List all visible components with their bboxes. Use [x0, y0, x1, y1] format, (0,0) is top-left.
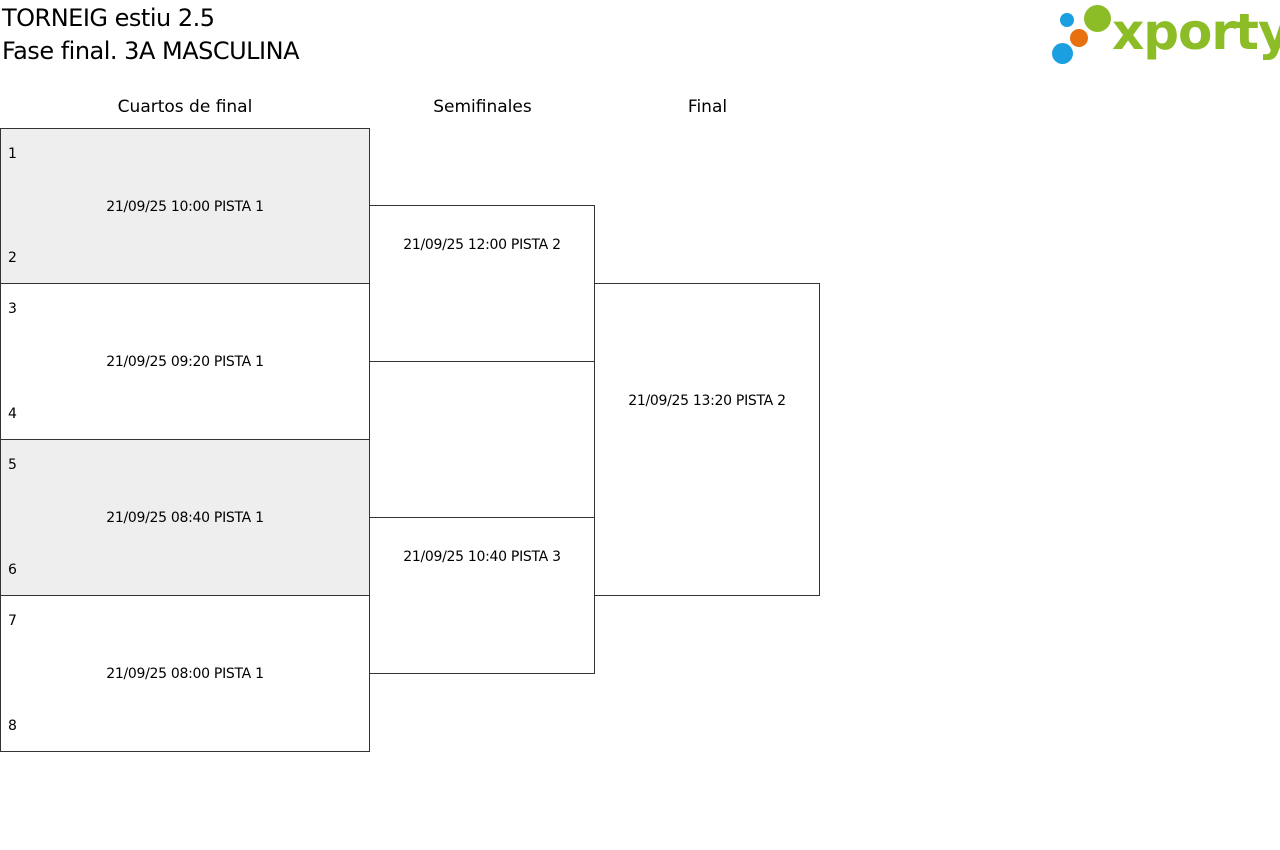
- seed-6: 6: [8, 562, 17, 578]
- final-match: 21/09/25 13:20 PISTA 2: [594, 283, 820, 596]
- match-info: 21/09/25 12:00 PISTA 2: [403, 237, 561, 253]
- match-info: 21/09/25 10:00 PISTA 1: [106, 199, 264, 215]
- logo-dot-blue-small: [1060, 13, 1074, 27]
- seed-3: 3: [8, 301, 17, 317]
- seed-5: 5: [8, 457, 17, 473]
- match-info: 21/09/25 08:00 PISTA 1: [106, 666, 264, 682]
- match-info: 21/09/25 08:40 PISTA 1: [106, 510, 264, 526]
- seed-8: 8: [8, 718, 17, 734]
- semifinal-match-1: 21/09/25 12:00 PISTA 2: [369, 205, 595, 362]
- match-info: 21/09/25 09:20 PISTA 1: [106, 354, 264, 370]
- round-header-semifinals: Semifinales: [433, 97, 532, 117]
- logo-wordmark: xporty: [1112, 3, 1280, 61]
- seed-1: 1: [8, 146, 17, 162]
- quarterfinal-match-1: 1 21/09/25 10:00 PISTA 1 2: [0, 128, 370, 284]
- round-header-quarterfinals: Cuartos de final: [117, 97, 253, 117]
- quarterfinal-match-4: 7 21/09/25 08:00 PISTA 1 8: [0, 595, 370, 752]
- match-info: 21/09/25 10:40 PISTA 3: [403, 549, 561, 565]
- seed-4: 4: [8, 406, 17, 422]
- logo-dot-blue-large: [1052, 43, 1073, 64]
- quarterfinal-match-2: 3 21/09/25 09:20 PISTA 1 4: [0, 283, 370, 440]
- xporty-logo: xporty: [1050, 3, 1280, 68]
- logo-dot-green: [1084, 5, 1111, 32]
- seed-2: 2: [8, 250, 17, 266]
- logo-dot-orange: [1070, 29, 1088, 47]
- tournament-title: TORNEIG estiu 2.5: [2, 4, 215, 32]
- match-info: 21/09/25 13:20 PISTA 2: [628, 393, 786, 409]
- seed-7: 7: [8, 613, 17, 629]
- round-header-final: Final: [687, 97, 728, 117]
- semifinal-match-2: 21/09/25 10:40 PISTA 3: [369, 517, 595, 674]
- quarterfinal-match-3: 5 21/09/25 08:40 PISTA 1 6: [0, 439, 370, 596]
- phase-title: Fase final. 3A MASCULINA: [2, 37, 300, 65]
